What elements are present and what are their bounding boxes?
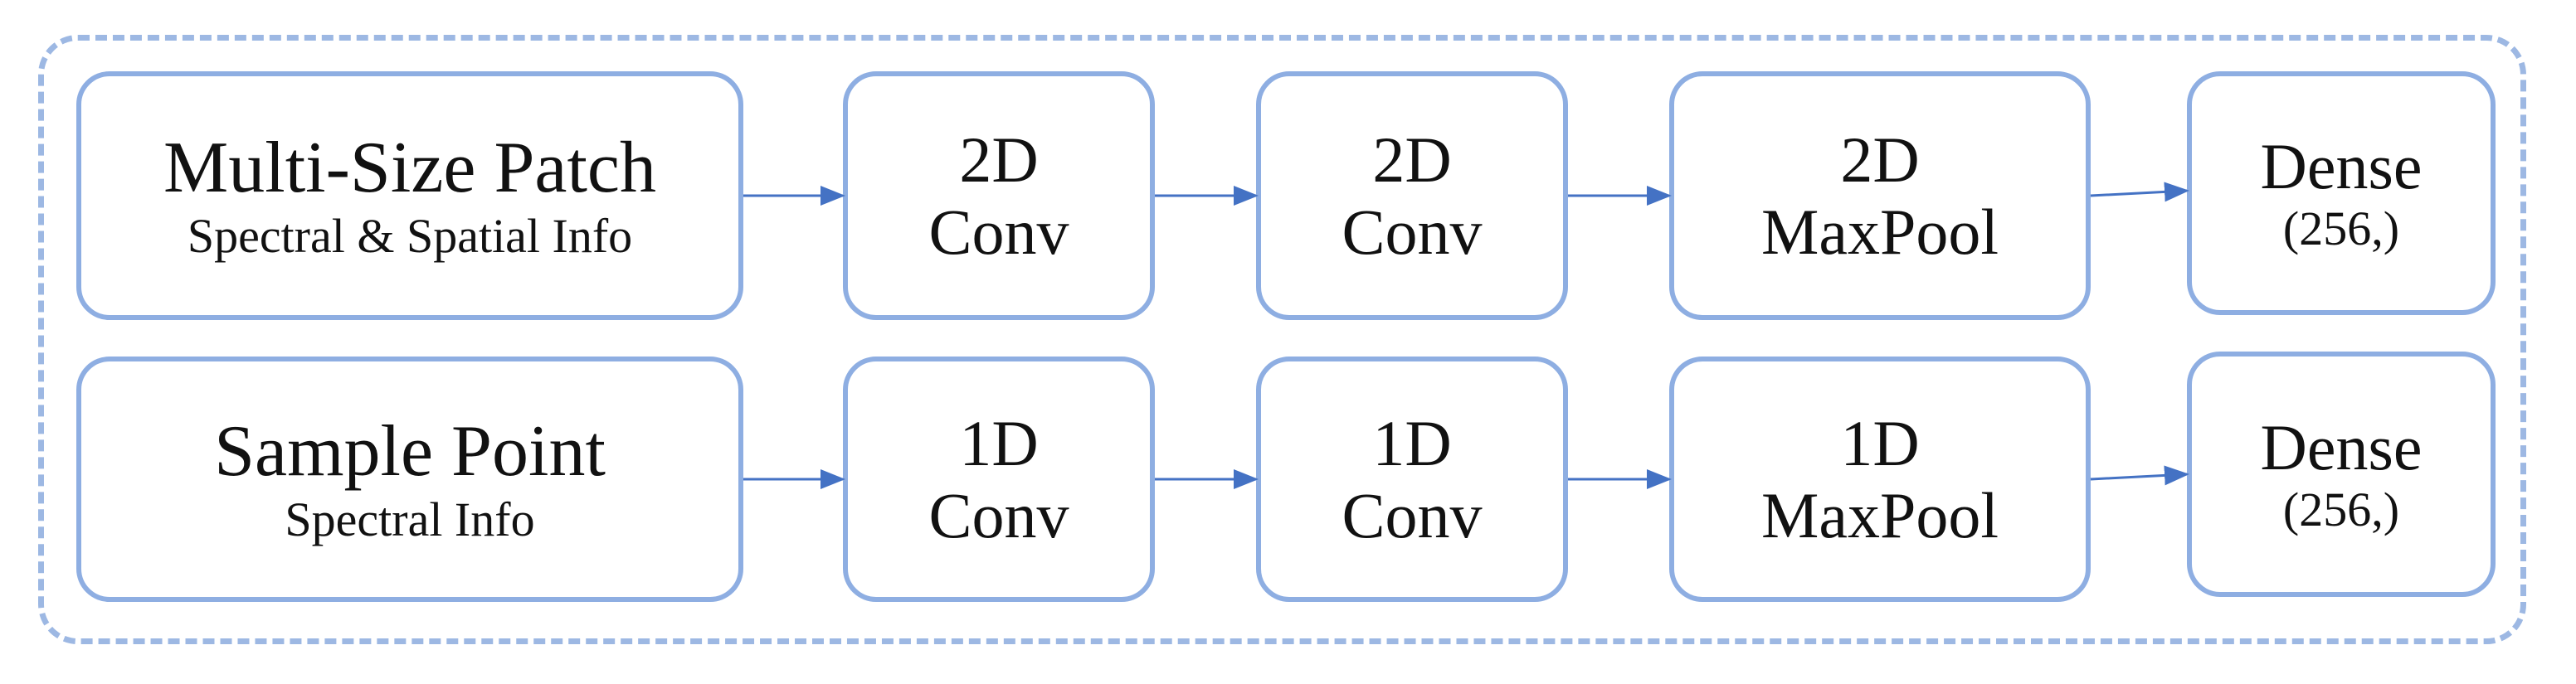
- dense-title: Dense: [2260, 129, 2423, 202]
- layer-dimension: 2D: [959, 123, 1039, 196]
- node-subtitle: Spectral Info: [285, 492, 535, 546]
- node-subtitle: Spectral & Spatial Info: [187, 208, 633, 263]
- layer-dimension: 1D: [1840, 406, 1920, 479]
- layer-dimension: 2D: [1372, 123, 1452, 196]
- input-node-multi-size-patch: Multi-Size Patch Spectral & Spatial Info: [76, 71, 743, 320]
- dense-shape: (256,): [2282, 483, 2400, 537]
- layer-type: Conv: [1342, 196, 1483, 268]
- dense-title: Dense: [2260, 410, 2423, 483]
- diagram-frame: [38, 35, 2526, 644]
- dense-shape: (256,): [2282, 201, 2400, 256]
- layer-dimension: 1D: [959, 406, 1039, 479]
- layer-node-2d-conv-1: 2D Conv: [843, 71, 1155, 320]
- layer-type: MaxPool: [1760, 479, 1999, 551]
- layer-type: MaxPool: [1760, 196, 1999, 268]
- layer-node-2d-conv-2: 2D Conv: [1256, 71, 1568, 320]
- layer-dimension: 1D: [1372, 406, 1452, 479]
- output-node-dense-1d: Dense (256,): [2187, 352, 2496, 597]
- input-node-sample-point: Sample Point Spectral Info: [76, 357, 743, 602]
- layer-node-2d-maxpool: 2D MaxPool: [1669, 71, 2091, 320]
- node-title: Sample Point: [214, 411, 606, 492]
- layer-dimension: 2D: [1840, 123, 1920, 196]
- node-title: Multi-Size Patch: [163, 128, 656, 209]
- layer-type: Conv: [1342, 479, 1483, 551]
- arrow-row2-maxpool-to-dense: [2090, 465, 2189, 486]
- layer-node-1d-conv-2: 1D Conv: [1256, 357, 1568, 602]
- layer-node-1d-maxpool: 1D MaxPool: [1669, 357, 2091, 602]
- output-node-dense-2d: Dense (256,): [2187, 71, 2496, 315]
- layer-node-1d-conv-1: 1D Conv: [843, 357, 1155, 602]
- layer-type: Conv: [928, 479, 1069, 551]
- layer-type: Conv: [928, 196, 1069, 268]
- arrow-row1-maxpool-to-dense: [2090, 182, 2189, 202]
